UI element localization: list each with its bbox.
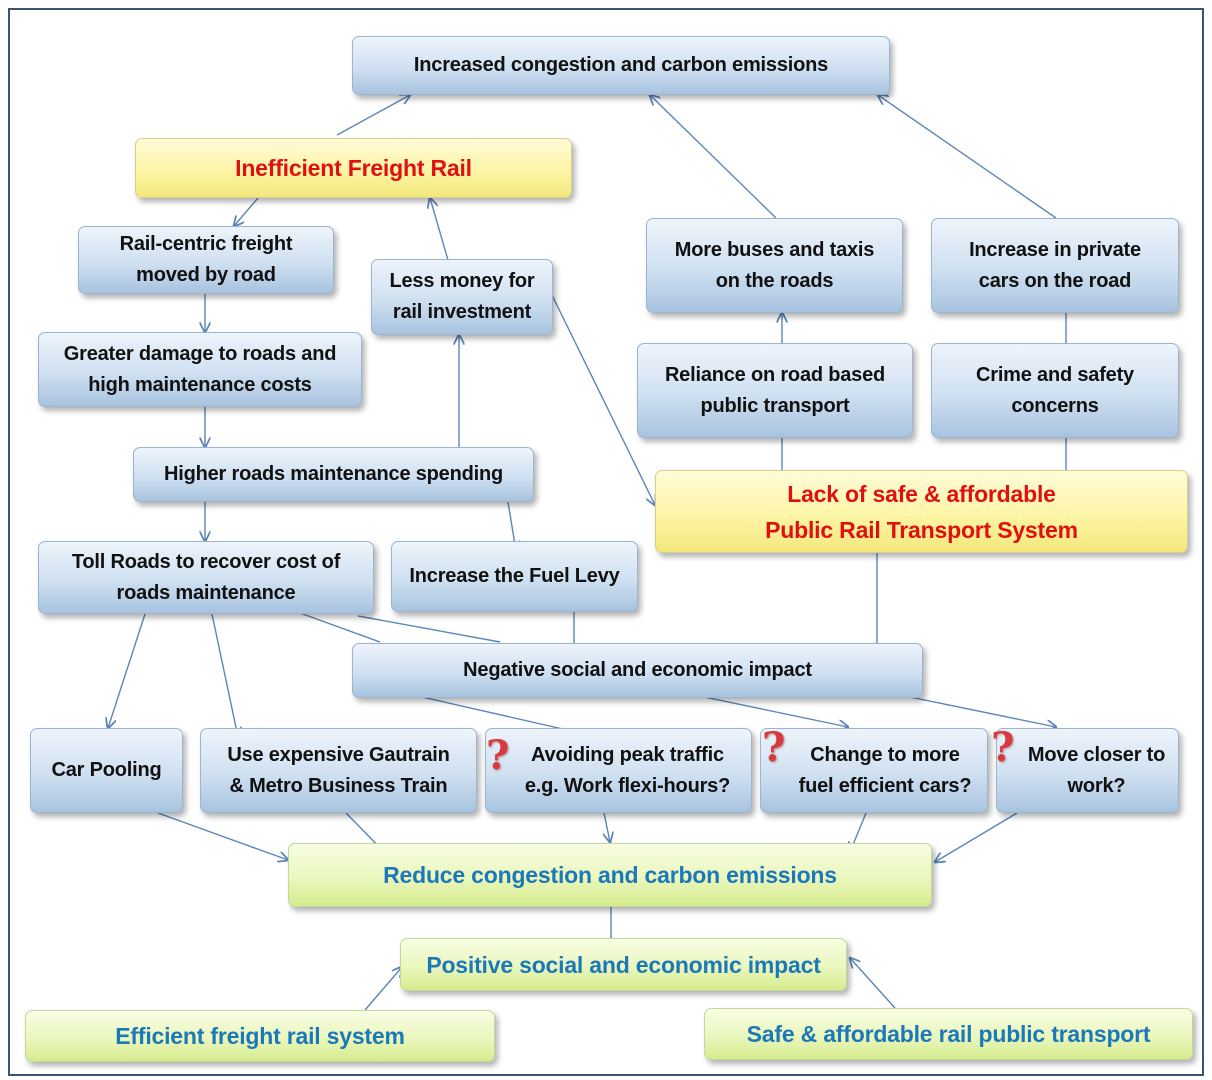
safe-rail-box: Safe & affordable rail public transport	[704, 1008, 1193, 1060]
private-cars-box: Increase in private cars on the road	[931, 218, 1179, 313]
question-mark-icon: ?	[762, 724, 786, 771]
arrow-safe-rail-to-positive	[850, 958, 896, 1009]
increased-congestion-box: Increased congestion and carbon emission…	[352, 36, 890, 95]
arrow-buses-to-congestion	[650, 95, 777, 219]
arrow-move-to-reduce	[935, 812, 1018, 862]
less-money-box: Less money for rail investment	[371, 259, 553, 335]
gautrain-box: Use expensive Gautrain & Metro Business …	[200, 728, 477, 813]
more-buses-box: More buses and taxis on the roads	[646, 218, 903, 313]
negative-impact-box: Negative social and economic impact	[352, 643, 923, 698]
arrow-lessmoney-to-lackrail	[547, 286, 655, 505]
line-toll-to-negative-a	[299, 612, 381, 643]
arrow-peak-to-reduce	[604, 812, 610, 842]
arrow-inefficient-to-congestion	[336, 95, 410, 136]
efficient-cars-box: Change to more fuel efficient cars?	[760, 728, 988, 813]
arrow-negative-to-efficient-cars	[689, 693, 848, 727]
fuel-levy-box: Increase the Fuel Levy	[391, 541, 638, 612]
arrow-inefficient-to-railcentric	[234, 197, 259, 226]
positive-impact-box: Positive social and economic impact	[400, 938, 847, 991]
rail-centric-freight-box: Rail-centric freight moved by road	[78, 226, 334, 294]
arrow-toll-to-gautrain	[211, 613, 238, 737]
lack-rail-box: Lack of safe & affordable Public Rail Tr…	[655, 470, 1188, 553]
greater-damage-box: Greater damage to roads and high mainten…	[38, 332, 362, 407]
crime-safety-box: Crime and safety concerns	[931, 343, 1179, 438]
peak-traffic-box: Avoiding peak traffic e.g. Work flexi-ho…	[485, 728, 752, 813]
arrow-private-to-congestion	[878, 95, 1057, 219]
higher-spending-box: Higher roads maintenance spending	[133, 447, 534, 502]
line-toll-to-negative-b	[357, 615, 501, 643]
car-pooling-box: Car Pooling	[30, 728, 183, 813]
inefficient-freight-rail-box: Inefficient Freight Rail	[135, 138, 572, 198]
move-closer-box: Move closer to work?	[996, 728, 1179, 813]
arrow-toll-to-carpooling	[108, 613, 146, 728]
question-mark-icon: ?	[486, 732, 510, 779]
question-mark-icon: ?	[991, 724, 1015, 771]
arrow-lessmoney-to-inefficient	[430, 198, 449, 261]
arrow-carpooling-to-reduce	[157, 812, 288, 860]
reliance-box: Reliance on road based public transport	[637, 343, 913, 438]
toll-roads-box: Toll Roads to recover cost of roads main…	[38, 541, 374, 614]
arrow-efficient-freight-to-positive	[364, 967, 402, 1011]
efficient-freight-box: Efficient freight rail system	[25, 1010, 495, 1062]
reduce-congestion-box: Reduce congestion and carbon emissions	[288, 843, 932, 907]
